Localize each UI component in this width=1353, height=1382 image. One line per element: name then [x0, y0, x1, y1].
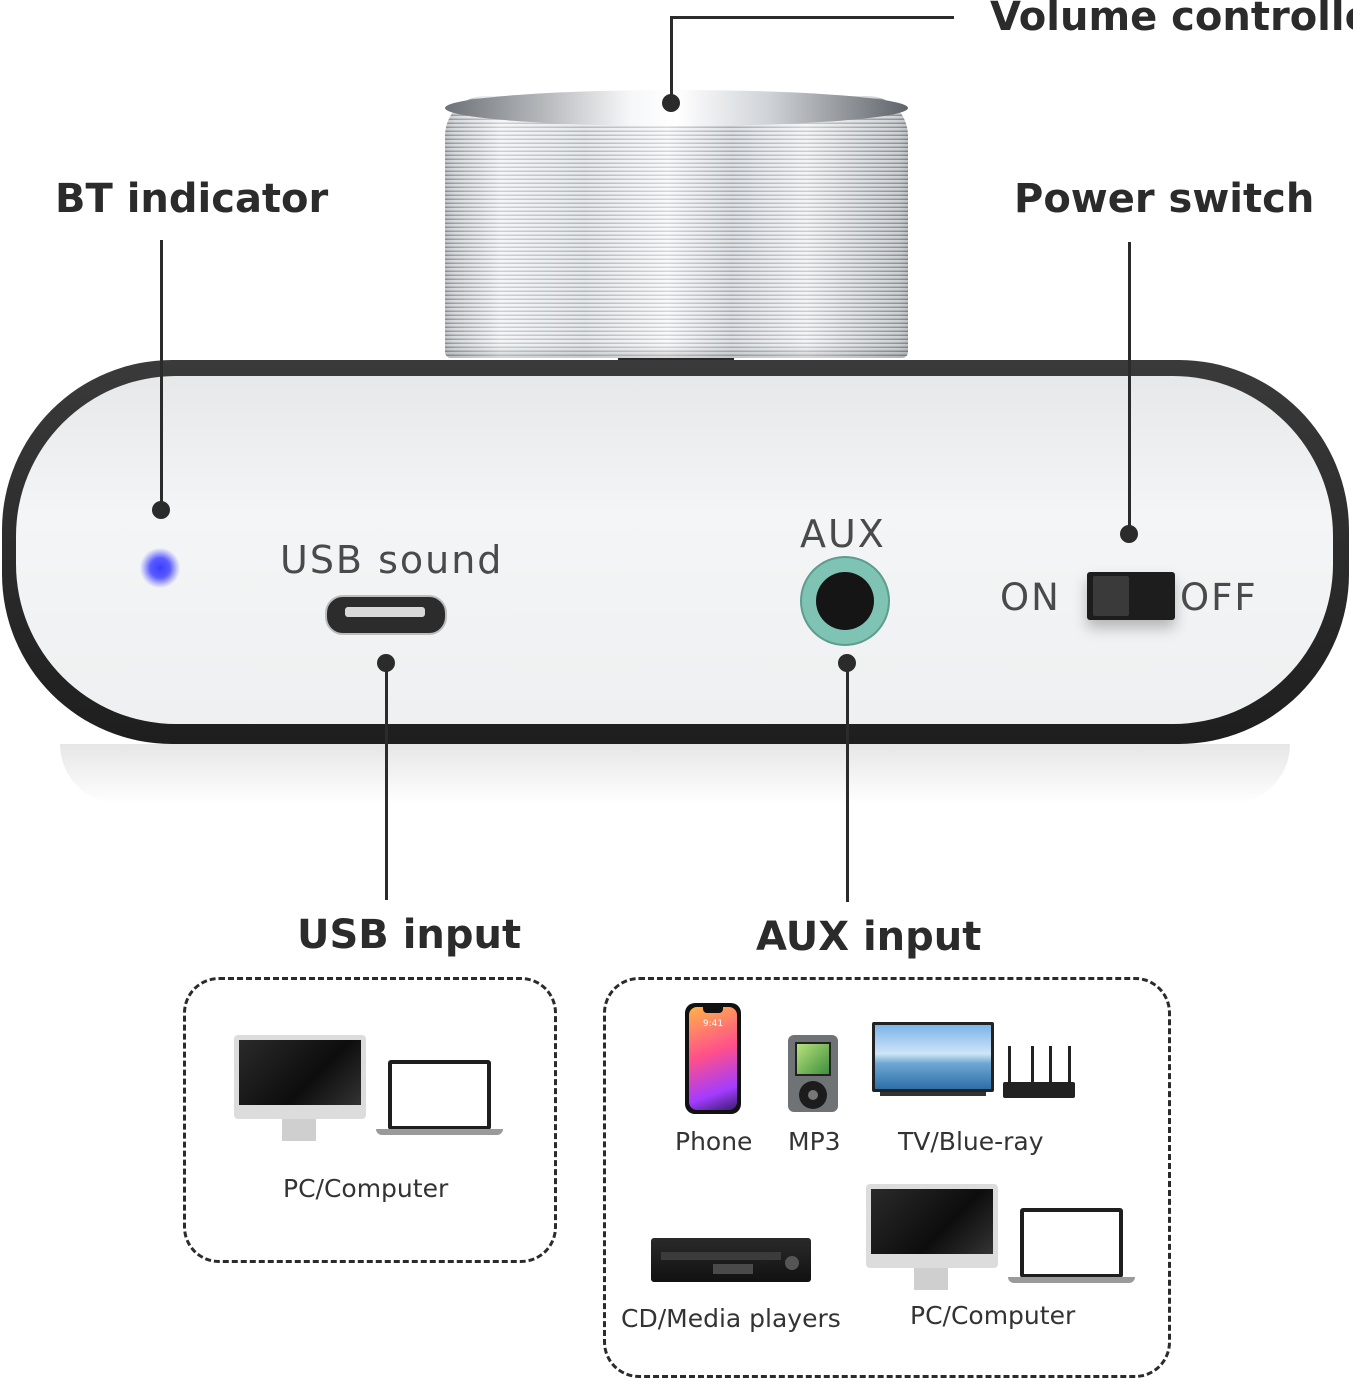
usb-port[interactable]	[325, 595, 447, 635]
volume-callout-line-v	[670, 16, 673, 102]
laptop-icon	[388, 1060, 491, 1130]
laptop-base	[1008, 1277, 1135, 1283]
volume-controller-callout: Volume controller	[990, 0, 1353, 40]
bt-callout-line	[160, 240, 163, 510]
monitor-stand	[282, 1119, 316, 1141]
aux-device-label-tv: TV/Blue-ray	[898, 1127, 1044, 1156]
aux-port-jack	[816, 572, 874, 630]
volume-callout-line-h	[670, 16, 954, 19]
amplifier-front-panel	[16, 376, 1333, 724]
usb-device-label-pc: PC/Computer	[283, 1174, 449, 1203]
router-antenna	[1008, 1046, 1011, 1082]
device-reflection	[60, 744, 1290, 804]
aux-devices-box	[603, 977, 1171, 1378]
laptop-base	[376, 1129, 503, 1135]
bt-indicator-led	[140, 548, 180, 588]
volume-callout-dot	[662, 94, 680, 112]
phone-icon: 9:41	[685, 1003, 741, 1114]
cd-player-icon	[651, 1238, 811, 1282]
monitor-stand	[914, 1268, 948, 1290]
usb-devices-box	[183, 977, 557, 1263]
aux-device-label-mp3: MP3	[788, 1127, 841, 1156]
aux-device-label-cd: CD/Media players	[621, 1304, 841, 1333]
tv-stand	[880, 1092, 986, 1096]
router-antenna	[1068, 1046, 1071, 1082]
switch-on-label: ON	[1000, 576, 1061, 619]
laptop-icon	[1020, 1208, 1123, 1278]
power-callout-dot	[1120, 525, 1138, 543]
phone-time: 9:41	[702, 1019, 724, 1029]
router-icon	[1003, 1082, 1075, 1098]
usb-input-callout: USB input	[297, 912, 522, 958]
bt-indicator-callout: BT indicator	[55, 176, 329, 222]
volume-knob[interactable]	[445, 96, 908, 358]
power-switch-callout: Power switch	[1014, 176, 1315, 222]
aux-port-label: AUX	[800, 512, 886, 556]
tv-icon	[872, 1022, 994, 1092]
power-callout-line	[1128, 242, 1131, 534]
usb-port-slot	[345, 607, 425, 617]
usb-callout-line	[385, 662, 388, 900]
switch-off-label: OFF	[1180, 576, 1258, 619]
aux-device-label-phone: Phone	[675, 1127, 753, 1156]
aux-device-label-pc: PC/Computer	[910, 1301, 1076, 1330]
desktop-monitor-icon	[234, 1035, 366, 1119]
mp3-player-icon	[788, 1035, 838, 1112]
router-antenna	[1031, 1046, 1034, 1082]
bt-callout-dot	[152, 501, 170, 519]
desktop-monitor-icon	[866, 1184, 998, 1268]
power-switch-lever	[1093, 576, 1129, 616]
aux-callout-line	[846, 662, 849, 902]
usb-port-label: USB sound	[280, 538, 504, 582]
aux-input-callout: AUX input	[756, 914, 982, 960]
router-antenna	[1049, 1046, 1052, 1082]
